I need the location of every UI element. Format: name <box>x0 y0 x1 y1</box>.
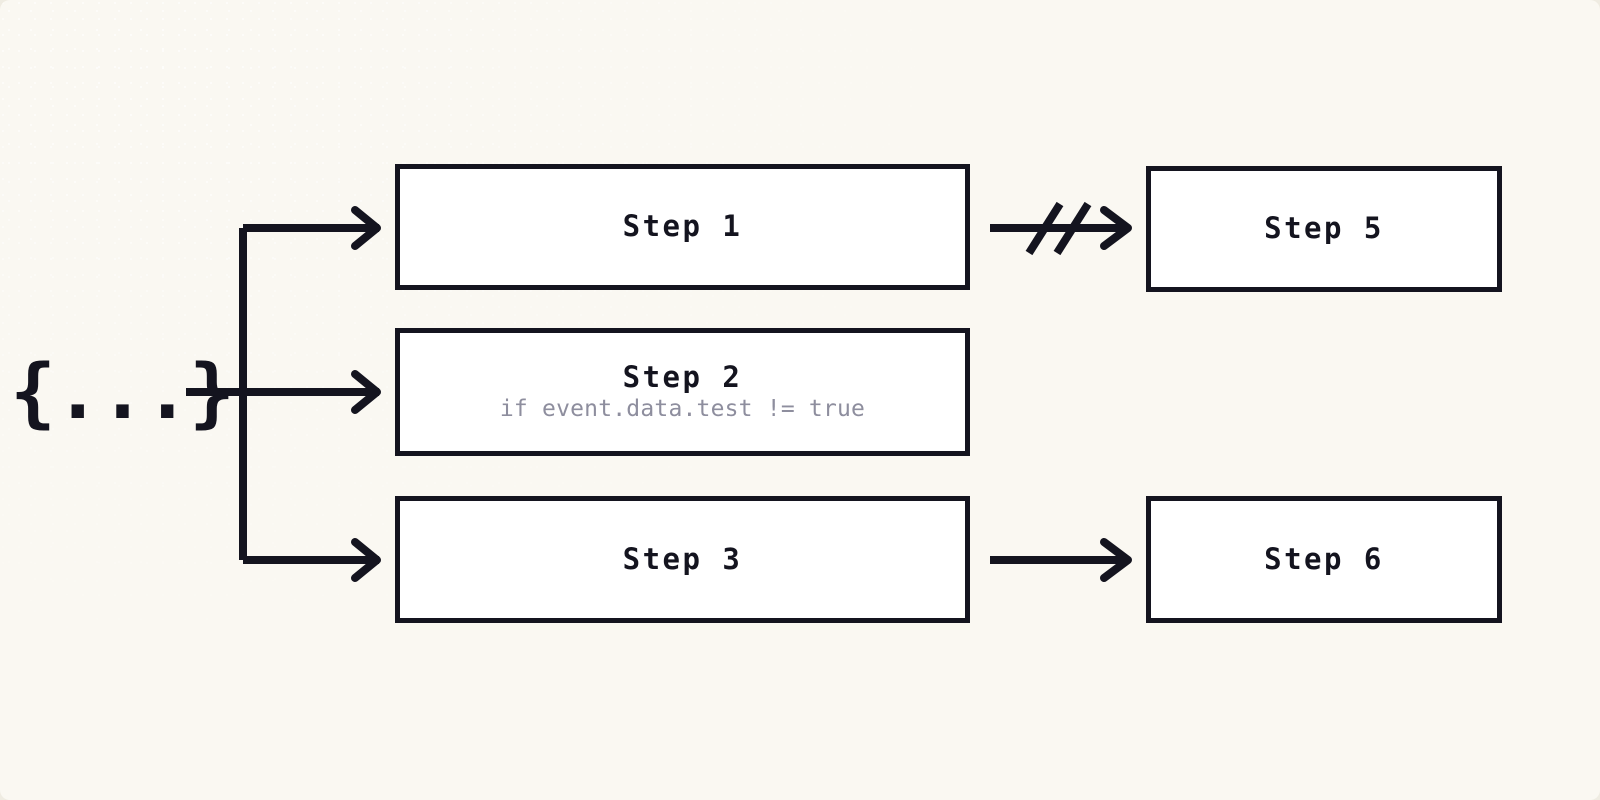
broken-link-slash-2 <box>1053 201 1092 256</box>
edge-step3-to-step6 <box>990 538 1132 582</box>
arrowhead-step6 <box>1100 538 1132 582</box>
edge-source-branch <box>186 206 381 582</box>
node-step2-condition: if event.data.test != true <box>499 395 866 422</box>
edge-step1-to-step5 <box>990 201 1132 256</box>
node-step6[interactable]: Step 6 <box>1146 496 1502 623</box>
node-step3-title: Step 3 <box>622 541 743 576</box>
node-step6-title: Step 6 <box>1264 541 1384 576</box>
arrowhead-step3 <box>351 538 381 582</box>
node-step3[interactable]: Step 3 <box>395 496 970 623</box>
broken-link-slash-1 <box>1025 201 1064 256</box>
node-step2-title: Step 2 <box>622 359 743 394</box>
arrowhead-step1 <box>351 206 381 250</box>
node-step1-title: Step 1 <box>622 209 743 244</box>
node-step5-title: Step 5 <box>1264 211 1384 246</box>
arrowhead-step2 <box>351 370 381 414</box>
arrowhead-step5 <box>1100 206 1132 250</box>
node-step5[interactable]: Step 5 <box>1146 166 1502 292</box>
source-event-payload[interactable]: {...} <box>10 347 235 436</box>
node-step2[interactable]: Step 2 if event.data.test != true <box>395 328 970 456</box>
node-step1[interactable]: Step 1 <box>395 164 970 290</box>
